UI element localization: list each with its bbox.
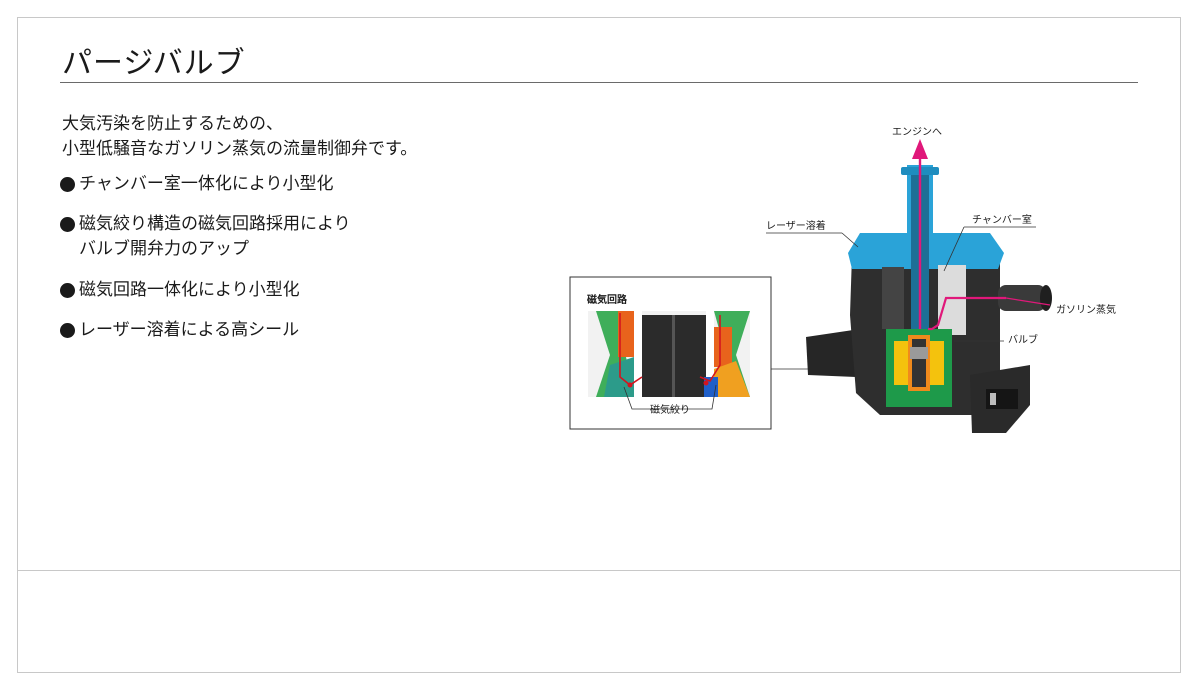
- intro-text: 大気汚染を防止するための、 小型低騒音なガソリン蒸気の流量制御弁です。: [62, 112, 417, 162]
- valve-body: [806, 139, 1052, 433]
- intro-line-2: 小型低騒音なガソリン蒸気の流量制御弁です。: [62, 139, 418, 159]
- feature-text-continued: バルブ開弁力のアップ: [79, 239, 249, 259]
- bullet-icon: [60, 283, 75, 298]
- valve-label: バルブ: [1008, 333, 1038, 346]
- feature-text: チャンバー室一体化により小型化: [79, 174, 334, 194]
- to-engine-label: エンジンへ: [892, 127, 942, 138]
- diagram-labels: エンジンへ レーザー溶着 チャンバー室 ガソリン蒸気 バルブ: [766, 127, 1116, 346]
- footer-frame: [17, 571, 1181, 673]
- feature-item: 磁気回路一体化により小型化: [60, 278, 300, 303]
- purge-valve-diagram: 磁気回路 磁気絞り: [560, 115, 1180, 445]
- feature-text: 磁気絞り構造の磁気回路採用により: [79, 214, 351, 234]
- content-frame: [17, 17, 1181, 571]
- laser-weld-label: レーザー溶着: [766, 219, 826, 232]
- feature-item: チャンバー室一体化により小型化: [60, 172, 334, 197]
- page-title: パージバルブ: [62, 46, 246, 81]
- feature-text: 磁気回路一体化により小型化: [79, 280, 300, 300]
- bullet-icon: [60, 323, 75, 338]
- title-divider: [60, 82, 1138, 83]
- feature-text: レーザー溶着による高シール: [79, 320, 300, 340]
- gasoline-vapor-label: ガソリン蒸気: [1056, 303, 1116, 316]
- feature-item: レーザー溶着による高シール: [60, 318, 299, 343]
- magnetic-throttle-label: 磁気絞り: [650, 403, 690, 416]
- purge-valve-illustration: 磁気回路 磁気絞り: [569, 127, 1116, 433]
- intro-line-1: 大気汚染を防止するための、: [62, 114, 283, 134]
- bullet-icon: [60, 177, 75, 192]
- feature-item: 磁気絞り構造の磁気回路採用により バルブ開弁力のアップ: [60, 212, 351, 262]
- chamber-label: チャンバー室: [972, 213, 1032, 226]
- inset-title: 磁気回路: [587, 293, 628, 306]
- magnetic-circuit-inset: 磁気回路 磁気絞り: [569, 276, 772, 430]
- bullet-icon: [60, 217, 75, 232]
